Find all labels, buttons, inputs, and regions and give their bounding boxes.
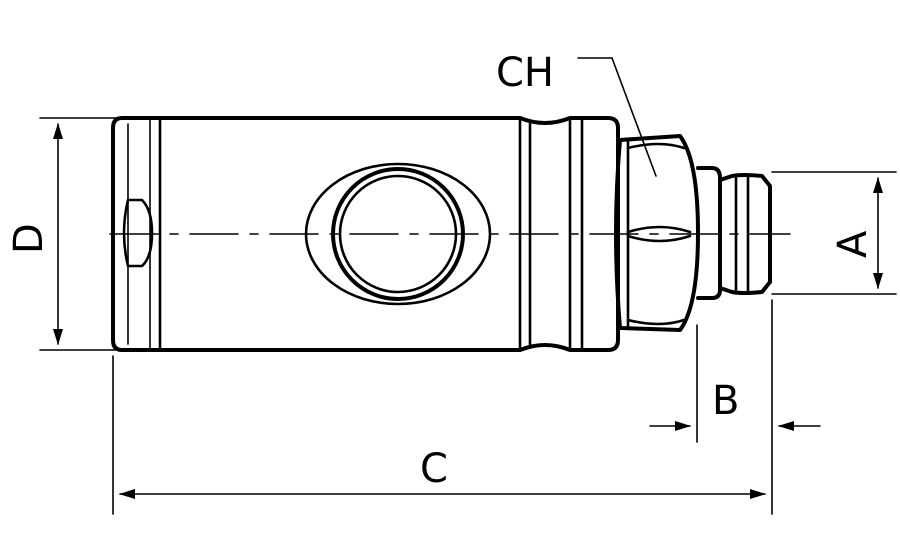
coupling-body — [109, 116, 791, 352]
dimension-b: B — [649, 299, 821, 515]
dimension-c: C — [112, 355, 766, 515]
label-c: C — [420, 446, 448, 492]
callout-ch: CH — [496, 50, 657, 177]
dimension-d: D — [6, 117, 151, 351]
label-ch: CH — [496, 50, 554, 96]
label-a: A — [830, 230, 876, 258]
label-b: B — [712, 378, 739, 424]
label-d: D — [6, 223, 52, 254]
dimension-a: A — [771, 171, 897, 295]
